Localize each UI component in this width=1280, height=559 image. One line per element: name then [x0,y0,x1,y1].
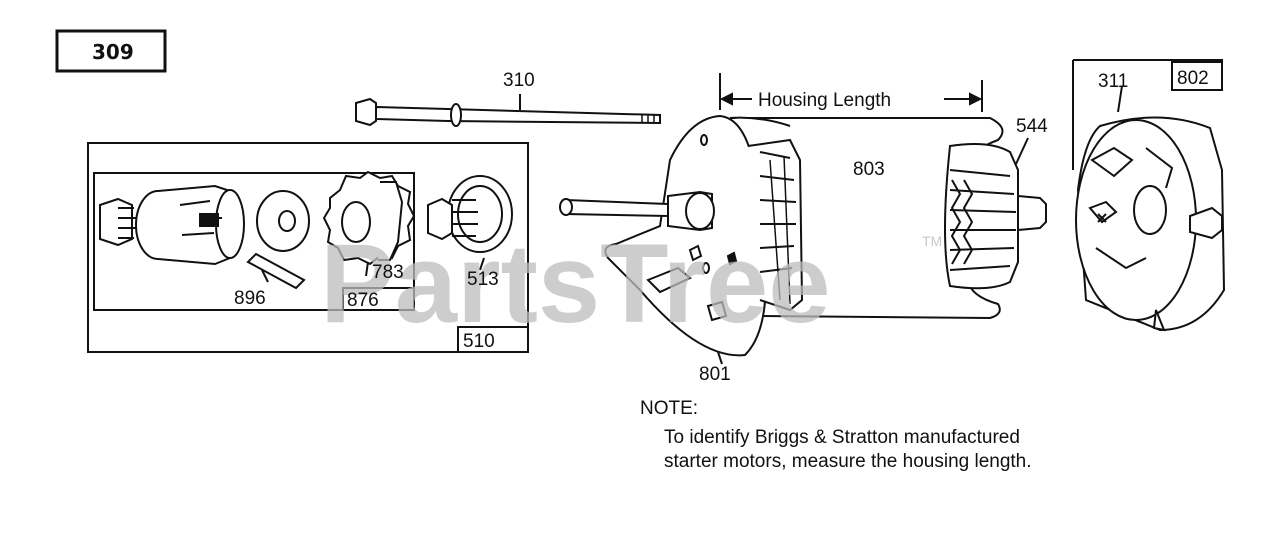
label-armature: 544 [1016,116,1048,137]
label-housing: 803 [853,159,885,180]
label-gear: 783 [372,262,404,283]
through-bolt-part [355,94,661,127]
note-line-2: starter motors, measure the housing leng… [664,451,1032,472]
leader-lines [261,257,485,283]
armature-windings-part [747,138,804,312]
label-housing-length: Housing Length [758,90,891,111]
note-heading: NOTE: [640,398,699,419]
end-cover-part [1075,85,1226,332]
housing-length-dimension [719,73,983,112]
gear-part [322,170,416,266]
washer-part [256,190,310,252]
label-end-plate: 801 [699,364,731,385]
drive-spring-part [427,175,513,253]
drive-clutch-part [99,184,245,266]
label-cover-assembly: 311 [1098,71,1128,92]
armature-shaft-part [559,190,715,232]
label-bolt: 310 [503,70,535,91]
drive-assembly-box [87,142,529,353]
armature-part [944,137,1047,290]
gear-leader [365,261,369,277]
diagram-number-box: 309 [55,29,167,73]
label-pin: 896 [234,288,266,309]
watermark-text: PartsTree [320,221,831,346]
label-gear-box: 876 [347,290,379,311]
pin-part [246,252,306,290]
diagram-number: 309 [92,40,134,64]
end-cover-box [1072,59,1223,170]
label-drive-box: 510 [463,331,495,352]
watermark-trademark: TM [922,233,942,249]
label-cover-box: 802 [1177,68,1209,89]
note-line-1: To identify Briggs & Stratton manufactur… [664,427,1020,448]
label-drive-spring: 513 [467,269,499,290]
